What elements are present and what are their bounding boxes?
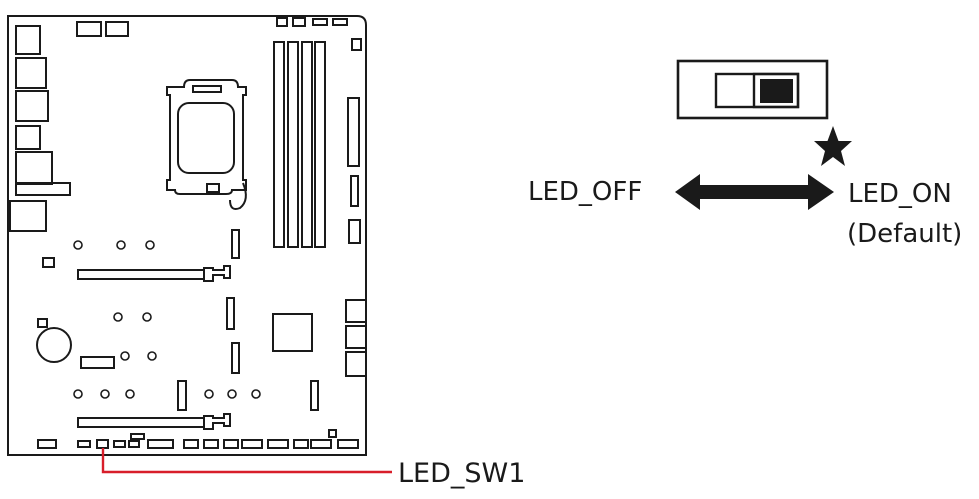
pcie-slot-1	[77, 265, 231, 282]
led-switch	[676, 59, 829, 120]
chipset	[272, 313, 313, 352]
pcie-slot-2	[77, 413, 231, 430]
cmos-battery	[36, 327, 72, 363]
default-label: (Default)	[847, 219, 963, 249]
cpu-socket	[166, 79, 247, 210]
dimm-slots	[273, 41, 326, 248]
led-on-label: LED_ON	[848, 179, 952, 209]
led-sw1-label: LED_SW1	[398, 458, 526, 489]
rear-io	[9, 25, 71, 232]
star-icon	[814, 126, 852, 166]
callout-line	[101, 448, 392, 474]
bottom-headers	[37, 429, 359, 449]
led-off-label: LED_OFF	[528, 177, 643, 207]
screw-holes	[73, 240, 261, 399]
double-arrow-icon	[675, 174, 834, 210]
